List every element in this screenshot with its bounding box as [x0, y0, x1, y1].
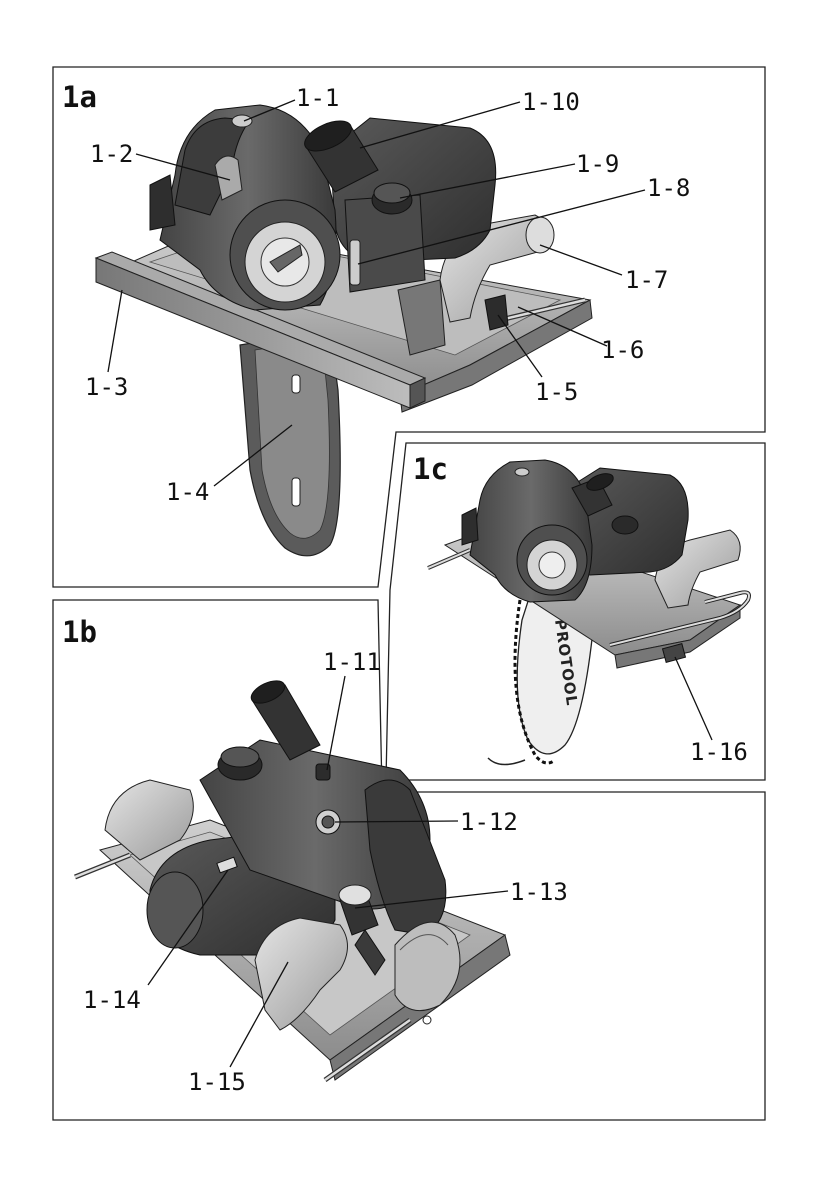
callout-1-13: 1-13: [510, 878, 568, 906]
leader-1-7: [540, 245, 622, 275]
callout-1-14: 1-14: [83, 986, 141, 1014]
callout-1-6: 1-6: [601, 336, 644, 364]
leader-1-16: [675, 657, 712, 740]
callout-1-12: 1-12: [460, 808, 518, 836]
figure-label-1c: 1c: [413, 452, 448, 486]
callout-1-2: 1-2: [90, 140, 133, 168]
callout-1-4: 1-4: [166, 478, 209, 506]
figure-label-1b: 1b: [62, 615, 97, 649]
callout-1-16: 1-16: [690, 738, 748, 766]
callout-1-15: 1-15: [188, 1068, 246, 1096]
figure-label-1a: 1a: [62, 80, 97, 114]
callout-1-1: 1-1: [296, 84, 339, 112]
callout-1-9: 1-9: [576, 150, 619, 178]
depth-knob: [372, 183, 412, 214]
callout-1-10: 1-10: [522, 88, 580, 116]
callout-1-5: 1-5: [535, 378, 578, 406]
figure-1b-drawing: [75, 676, 510, 1080]
leader-1-3: [108, 290, 122, 372]
callout-1-7: 1-7: [625, 266, 668, 294]
figure-1c-drawing: PROTOOL: [428, 460, 749, 765]
callout-1-8: 1-8: [647, 174, 690, 202]
callout-1-3: 1-3: [85, 373, 128, 401]
callout-1-11: 1-11: [323, 648, 381, 676]
